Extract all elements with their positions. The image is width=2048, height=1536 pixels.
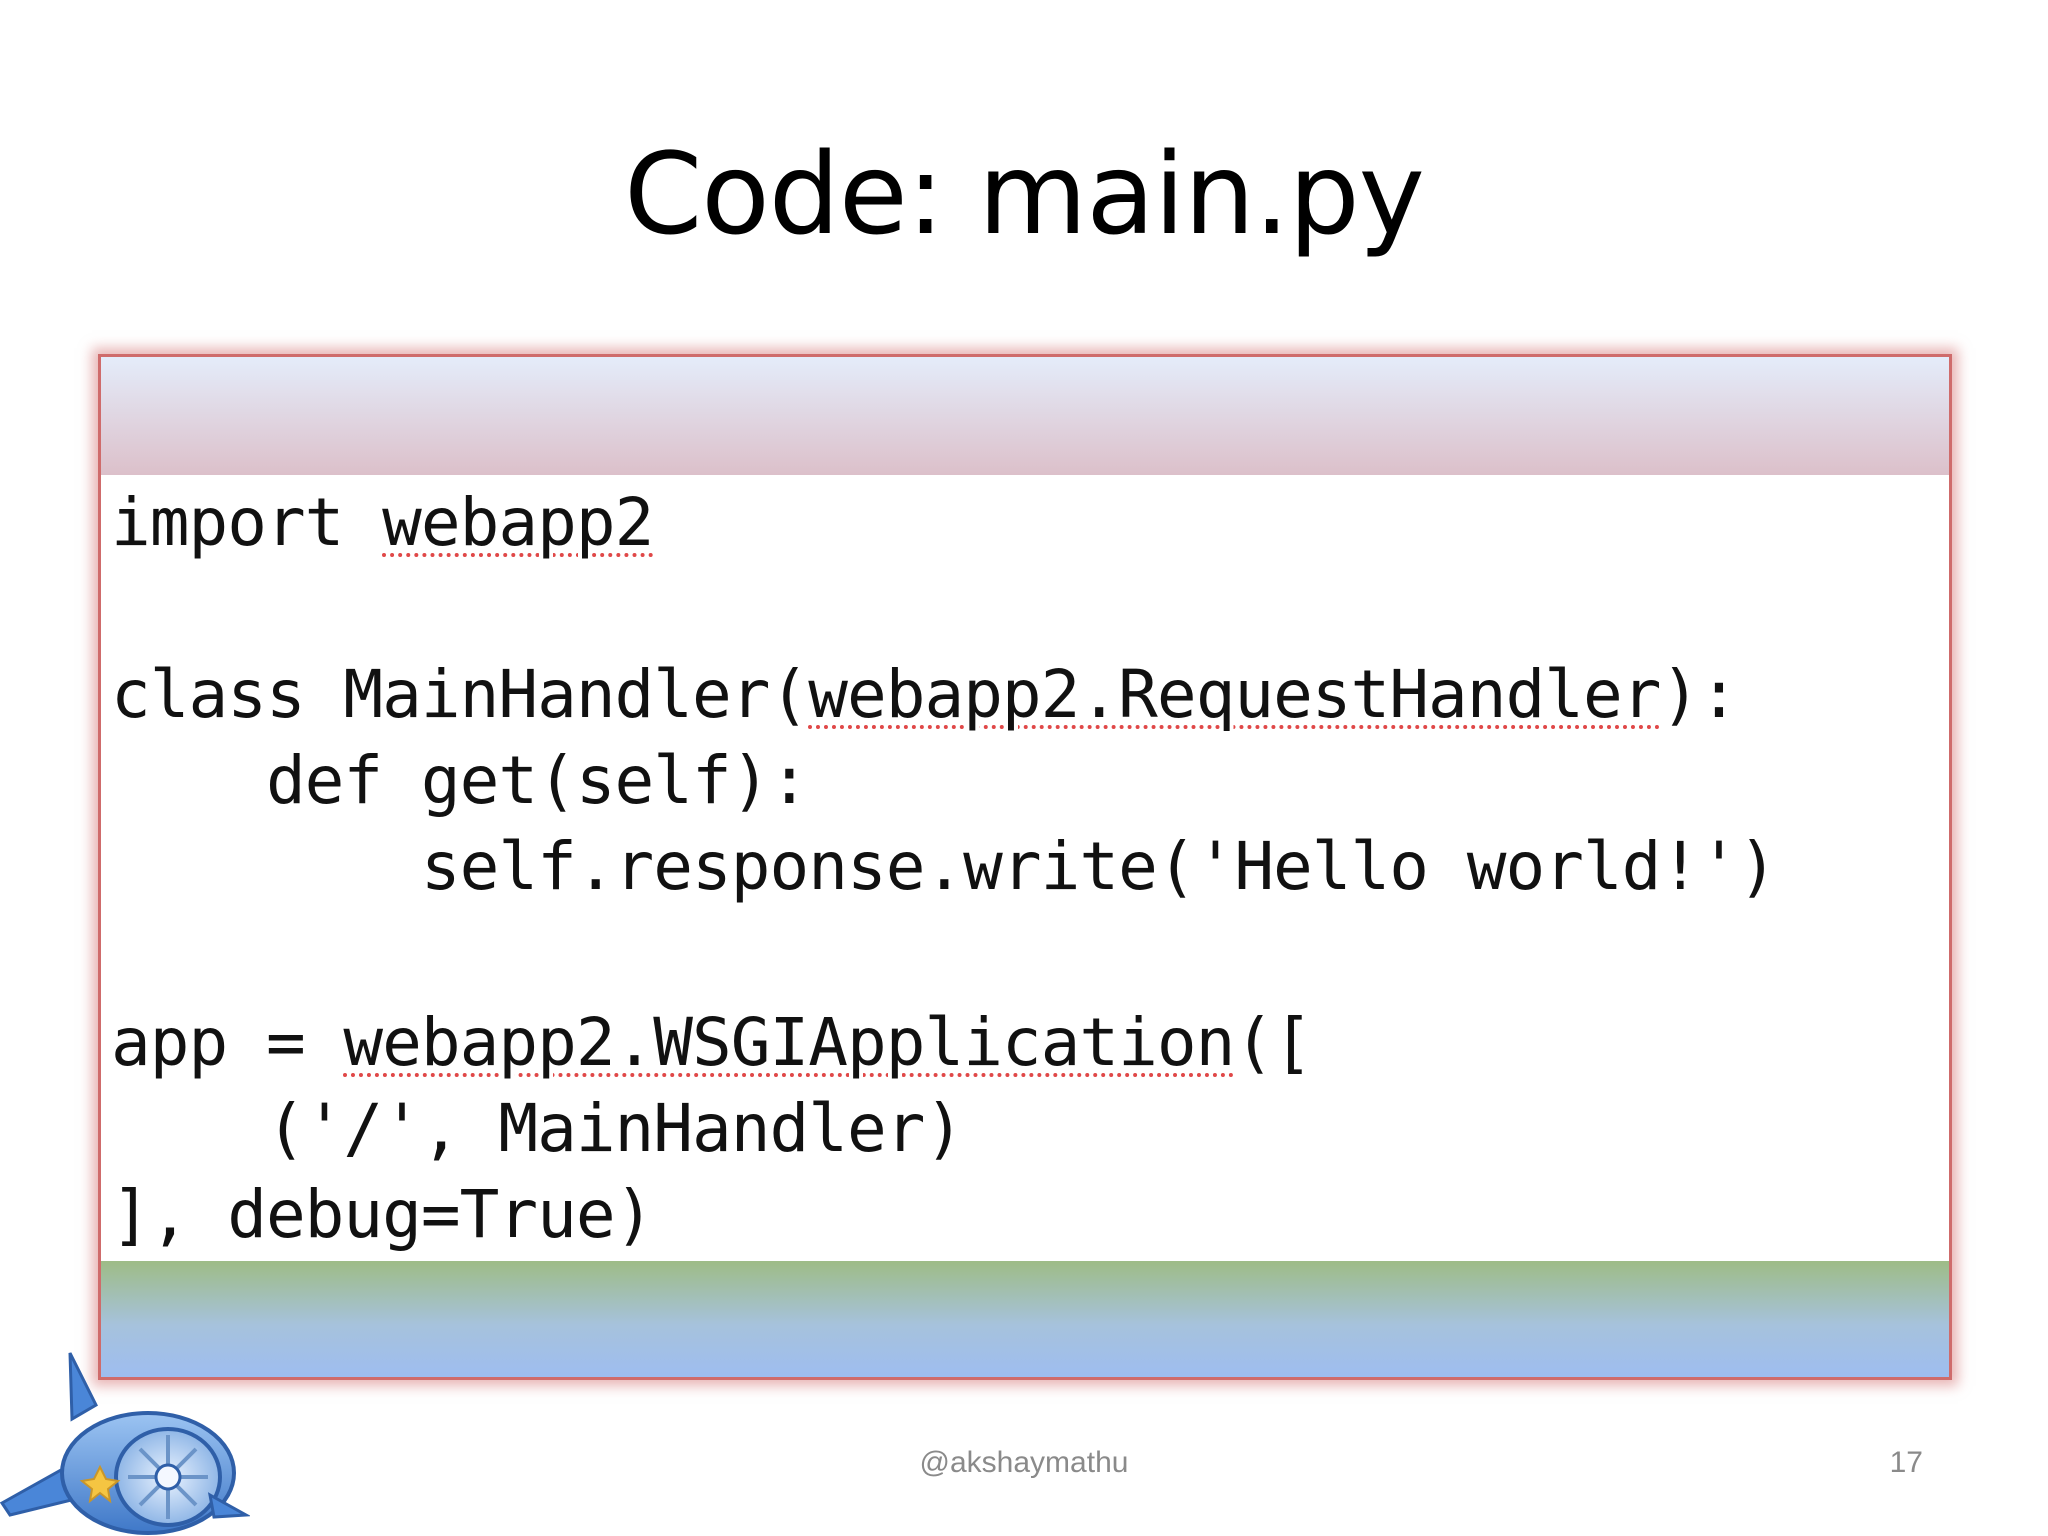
code-block: import webapp2 class MainHandler(webapp2… xyxy=(111,475,1949,1261)
code-line-app: app = webapp2.WSGIApplication([ xyxy=(111,1003,1313,1083)
slide-title: Code: main.py xyxy=(624,130,1425,260)
code-wsgi-call: webapp2.WSGIApplication xyxy=(343,1004,1235,1081)
footer-handle: @akshaymathu xyxy=(919,1446,1129,1479)
code-base-class: webapp2.RequestHandler xyxy=(808,656,1661,733)
page-number: 17 xyxy=(1889,1446,1923,1479)
app-engine-logo-icon xyxy=(0,1352,250,1535)
code-line-class: class MainHandler(webapp2.RequestHandler… xyxy=(111,655,1739,735)
code-app-assign: app = xyxy=(111,1004,344,1081)
code-class-decl: class MainHandler( xyxy=(111,656,809,733)
code-line-write: self.response.write('Hello world!') xyxy=(111,828,1778,905)
code-class-end: ): xyxy=(1660,656,1738,733)
code-line-def: def get(self): xyxy=(111,742,809,819)
code-bottom-gradient-bar xyxy=(101,1261,1949,1377)
code-line-debug: ], debug=True) xyxy=(111,1176,654,1253)
code-screenshot-frame: import webapp2 class MainHandler(webapp2… xyxy=(98,354,1952,1380)
code-line-route: ('/', MainHandler) xyxy=(111,1090,964,1167)
code-app-open: ([ xyxy=(1234,1004,1312,1081)
code-keyword-import: import xyxy=(111,484,344,561)
code-line-import: import webapp2 xyxy=(111,483,654,563)
code-top-gradient-bar xyxy=(101,357,1949,475)
code-module-webapp2: webapp2 xyxy=(382,484,654,561)
